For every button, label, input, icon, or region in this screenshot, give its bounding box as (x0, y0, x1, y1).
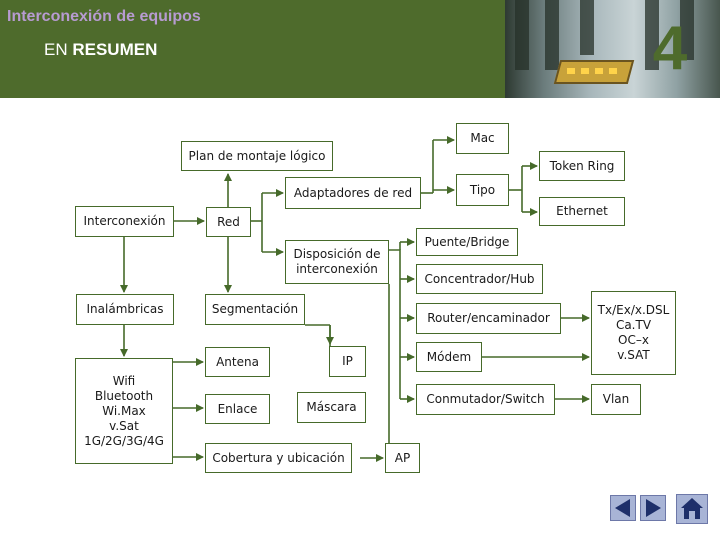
chapter-number: 4 (652, 14, 688, 83)
tx-line-4: v.SAT (617, 348, 650, 362)
node-concentrador-hub: Concentrador/Hub (416, 264, 543, 294)
home-button[interactable] (676, 494, 708, 524)
node-token-ring: Token Ring (539, 151, 625, 181)
node-inalambricas: Inalámbricas (76, 294, 174, 325)
disposicion-line-2: interconexión (296, 262, 378, 276)
wifi-line-4: v.Sat (109, 418, 139, 433)
node-tx-ex-dsl: Tx/Ex/x.DSL Ca.TV OC–x v.SAT (591, 291, 676, 375)
node-ethernet: Ethernet (539, 197, 625, 226)
node-ip: IP (329, 346, 366, 377)
page-title: Interconexión de equipos (7, 8, 201, 25)
node-mac: Mac (456, 123, 509, 154)
next-arrow-icon (646, 499, 661, 517)
subtitle-prefix: EN (44, 40, 73, 59)
node-puente-bridge: Puente/Bridge (416, 228, 518, 256)
node-disposicion: Disposición de interconexión (285, 240, 389, 284)
disposicion-line-1: Disposición de (293, 247, 381, 261)
node-plan-montaje: Plan de montaje lógico (181, 141, 333, 171)
node-segmentacion: Segmentación (205, 294, 305, 325)
network-device-photo (505, 0, 720, 98)
tx-line-1: Tx/Ex/x.DSL (597, 303, 670, 317)
node-enlace: Enlace (205, 394, 270, 424)
next-button[interactable] (640, 495, 666, 521)
wifi-line-3: Wi.Max (102, 403, 146, 418)
subtitle-bold: RESUMEN (72, 40, 158, 59)
prev-button[interactable] (610, 495, 636, 521)
node-adaptadores: Adaptadores de red (285, 177, 421, 209)
node-modem: Módem (416, 342, 482, 372)
wifi-line-2: Bluetooth (94, 388, 154, 403)
node-red: Red (206, 207, 251, 237)
page-subtitle: EN RESUMEN (44, 40, 157, 60)
home-icon (681, 498, 703, 519)
node-interconexion: Interconexión (75, 206, 174, 237)
prev-arrow-icon (615, 499, 630, 517)
node-tipo: Tipo (456, 174, 509, 206)
node-cobertura: Cobertura y ubicación (205, 443, 352, 473)
tx-line-2: Ca.TV (615, 318, 652, 332)
node-router: Router/encaminador (416, 303, 561, 334)
wifi-line-5: 1G/2G/3G/4G (84, 433, 164, 448)
node-antena: Antena (205, 347, 270, 377)
node-conmutador-switch: Conmutador/Switch (416, 384, 555, 415)
node-ap: AP (385, 443, 420, 473)
node-mascara: Máscara (297, 392, 366, 423)
node-wifi-list: Wifi Bluetooth Wi.Max v.Sat 1G/2G/3G/4G (75, 358, 173, 464)
node-vlan: Vlan (591, 384, 641, 415)
wifi-line-1: Wifi (112, 373, 136, 388)
tx-line-3: OC–x (618, 333, 649, 347)
header-bar: Interconexión de equipos EN RESUMEN 4 (0, 0, 720, 98)
